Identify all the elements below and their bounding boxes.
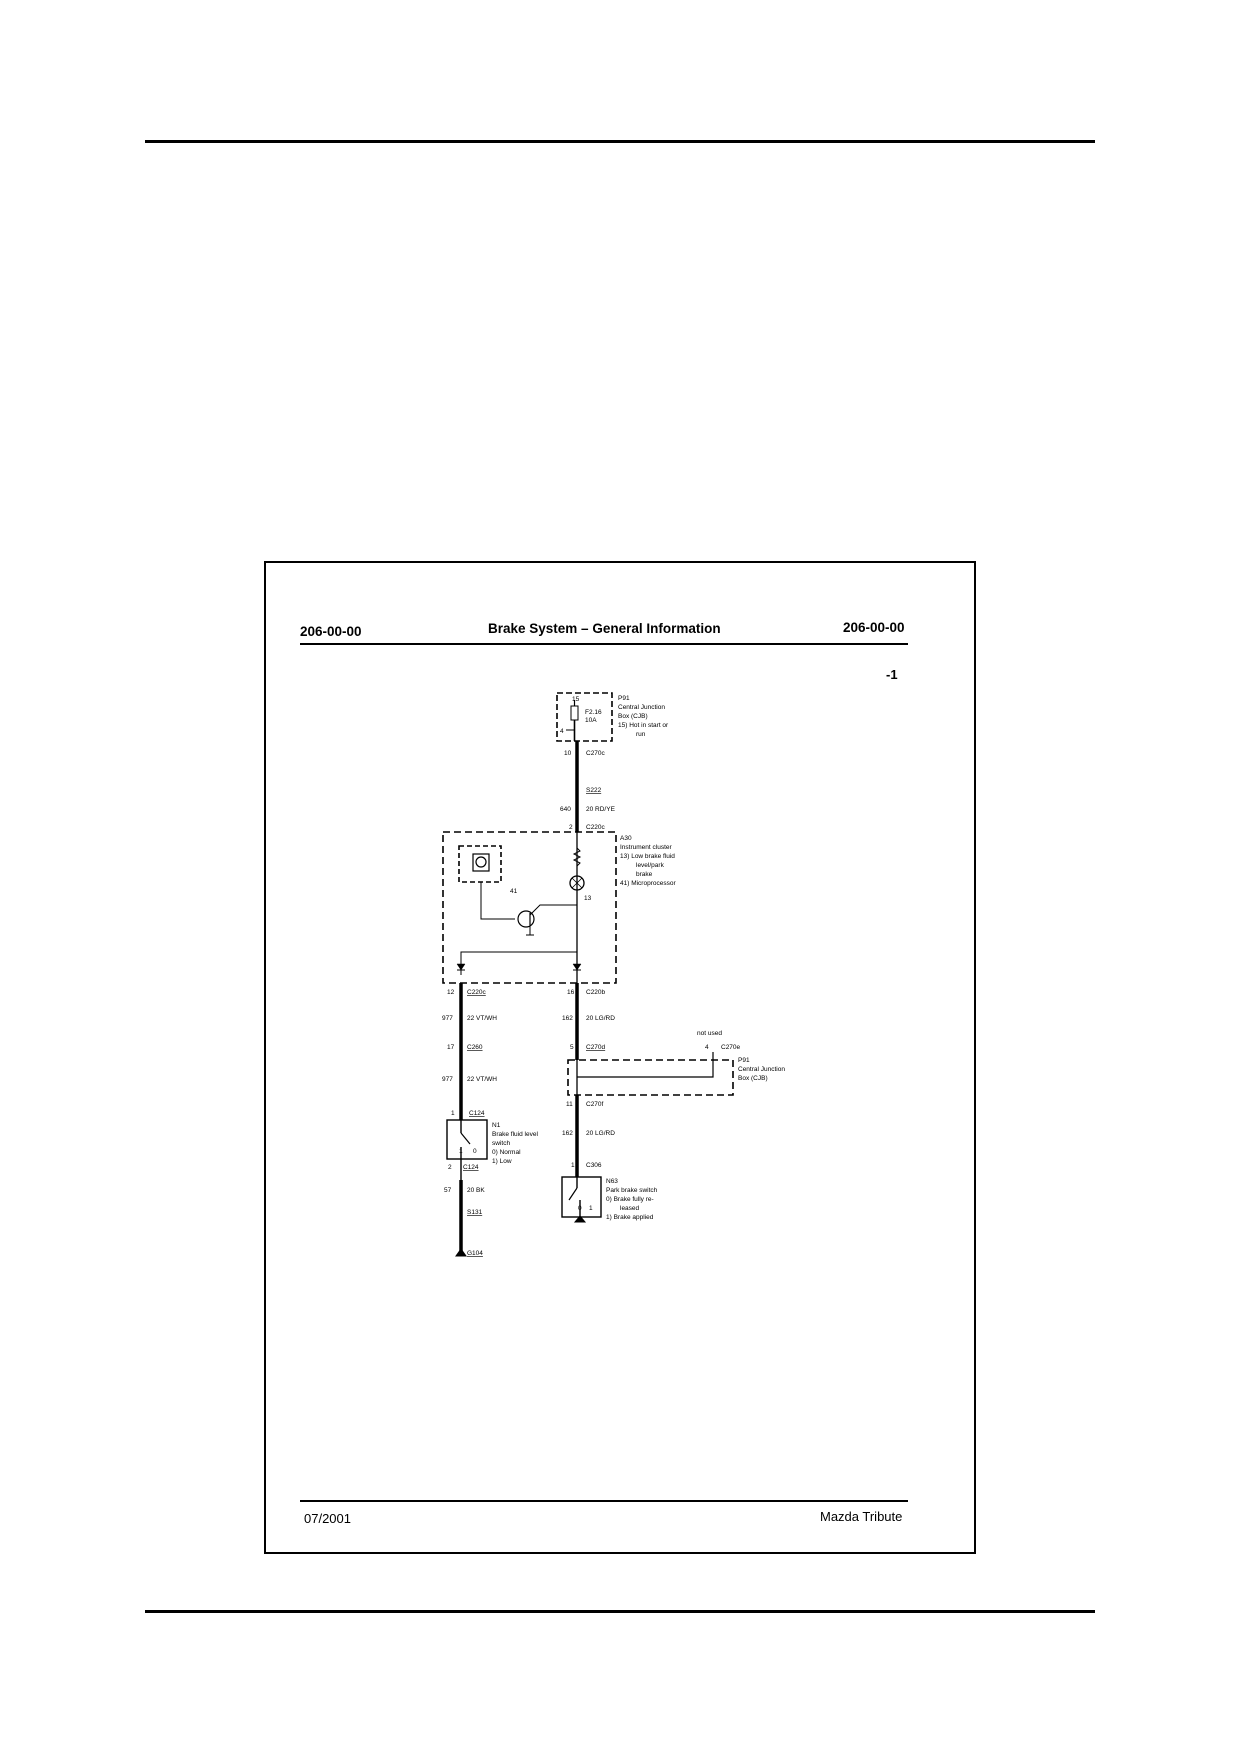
label-c220c-top-conn: C220c xyxy=(586,824,606,831)
header-title: Brake System – General Information xyxy=(488,621,721,636)
label-wire-162b-circuit: 162 xyxy=(562,1130,573,1137)
label-cluster-note13b: level/park xyxy=(636,862,665,869)
label-wire-977a-circuit: 977 xyxy=(442,1015,453,1022)
label-cluster-id: A30 xyxy=(620,835,632,842)
footer-rule xyxy=(300,1500,908,1502)
label-n63-note1: 1) Brake applied xyxy=(606,1214,654,1221)
label-splice-s222: S222 xyxy=(586,787,602,794)
label-c220c-top-pin: 2 xyxy=(569,824,573,831)
label-n1-id: N1 xyxy=(492,1122,501,1129)
label-cluster-note41: 41) Microprocessor xyxy=(620,880,676,887)
cjb-top-box xyxy=(556,692,613,742)
label-c270d-conn: C270d xyxy=(586,1044,606,1051)
label-not-used: not used xyxy=(697,1030,722,1037)
manual-page-frame xyxy=(264,561,976,1554)
label-c270c-pin: 10 xyxy=(564,750,572,757)
label-n63-pos1: 1 xyxy=(589,1205,593,1212)
label-n63-note0a: 0) Brake fully re- xyxy=(606,1196,654,1203)
park-brake-switch-box xyxy=(561,1176,602,1218)
ground-icon xyxy=(455,1248,467,1257)
bottom-page-rule xyxy=(145,1610,1095,1613)
label-cjb-top-desc1: Central Junction xyxy=(618,704,665,711)
label-cjb-mid-id: P91 xyxy=(738,1057,750,1064)
label-n63-desc: Park brake switch xyxy=(606,1187,658,1194)
label-wire-162a-wire: 20 LG/RD xyxy=(586,1015,615,1022)
label-n1-note1: 1) Low xyxy=(492,1158,512,1165)
header-section-right: 206-00-00 xyxy=(843,620,905,635)
label-n1-note0: 0) Normal xyxy=(492,1149,521,1156)
label-wire-57-wire: 20 BK xyxy=(467,1187,485,1194)
label-cjb-top-desc2: Box (CJB) xyxy=(618,713,648,720)
label-cjb-top-fuse-label: F2.16 xyxy=(585,709,602,716)
instrument-cluster-box xyxy=(442,831,617,984)
label-splice-s131: S131 xyxy=(467,1209,483,1216)
header-section-left: 206-00-00 xyxy=(300,624,362,639)
label-wire-977b-circuit: 977 xyxy=(442,1076,453,1083)
fuse-icon xyxy=(570,705,579,721)
label-ground-g104: G104 xyxy=(467,1250,483,1257)
footer-date: 07/2001 xyxy=(304,1511,351,1526)
label-cjb-top-note2: run xyxy=(636,731,646,738)
label-cluster-note13c: brake xyxy=(636,871,653,878)
label-c124-top-pin: 1 xyxy=(451,1110,455,1117)
label-c220b-pin: 16 xyxy=(567,989,575,996)
label-wire-977a-wire: 22 VT/WH xyxy=(467,1015,497,1022)
label-n63-id: N63 xyxy=(606,1178,618,1185)
label-cjb-top-pin-top: 15 xyxy=(572,696,580,703)
footer-vehicle: Mazda Tribute xyxy=(820,1509,903,1524)
label-c306-conn: C306 xyxy=(586,1162,602,1169)
label-cluster-label41: 41 xyxy=(510,888,518,895)
header-rule xyxy=(300,643,908,645)
warning-lamp-icon xyxy=(569,875,585,891)
label-wire-162a-circuit: 162 xyxy=(562,1015,573,1022)
label-c220c-bottom-pin: 12 xyxy=(447,989,455,996)
label-c124-bottom-conn: C124 xyxy=(463,1164,479,1171)
label-cjb-top-note1: 15) Hot in start or xyxy=(618,722,669,729)
label-n1-desc2: switch xyxy=(492,1140,510,1147)
label-c124-bottom-pin: 2 xyxy=(448,1164,452,1171)
label-c270d-pin: 5 xyxy=(570,1044,574,1051)
label-c220c-bottom-conn: C220c xyxy=(467,989,487,996)
label-c270f-pin: 11 xyxy=(566,1101,573,1108)
label-c270e-pin: 4 xyxy=(705,1044,709,1051)
transistor-icon xyxy=(517,910,535,928)
cjb-mid-box xyxy=(567,1059,734,1096)
label-c260-pin: 17 xyxy=(447,1044,455,1051)
label-n63-note0b: leased xyxy=(620,1205,640,1212)
label-cjb-mid-desc2: Box (CJB) xyxy=(738,1075,768,1082)
label-c270c-conn: C270c xyxy=(586,750,606,757)
label-wire-640-wire: 20 RD/YE xyxy=(586,806,616,813)
label-c220b-conn: C220b xyxy=(586,989,606,996)
label-c124-top-conn: C124 xyxy=(469,1110,485,1117)
label-cluster-label13: 13 xyxy=(584,895,592,902)
brake-fluid-switch-box xyxy=(446,1119,488,1160)
top-page-rule xyxy=(145,140,1095,143)
label-cjb-top-id: P91 xyxy=(618,695,630,702)
page-marker: -1 xyxy=(886,667,898,682)
label-wire-57-circuit: 57 xyxy=(444,1187,452,1194)
label-n1-pos1: 1 xyxy=(459,1148,463,1155)
label-c306-pin: 1 xyxy=(571,1162,575,1169)
label-wire-162b-wire: 20 LG/RD xyxy=(586,1130,615,1137)
label-wire-640-circuit: 640 xyxy=(560,806,571,813)
label-c260-conn: C260 xyxy=(467,1044,483,1051)
label-n63-pos0: 0 xyxy=(578,1205,582,1212)
label-cjb-top-pin-side: 4 xyxy=(560,728,564,735)
label-cjb-mid-desc1: Central Junction xyxy=(738,1066,785,1073)
label-c270f-conn: C270f xyxy=(586,1101,604,1108)
label-wire-977b-wire: 22 VT/WH xyxy=(467,1076,497,1083)
microprocessor-box xyxy=(458,845,502,883)
label-c270e-conn: C270e xyxy=(721,1044,741,1051)
label-cluster-desc: Instrument cluster xyxy=(620,844,672,851)
label-cjb-top-fuse-rating: 10A xyxy=(585,717,597,724)
label-n1-desc1: Brake fluid level xyxy=(492,1131,538,1138)
label-n1-pos0: 0 xyxy=(473,1148,477,1155)
label-cluster-note13a: 13) Low brake fluid xyxy=(620,853,675,860)
